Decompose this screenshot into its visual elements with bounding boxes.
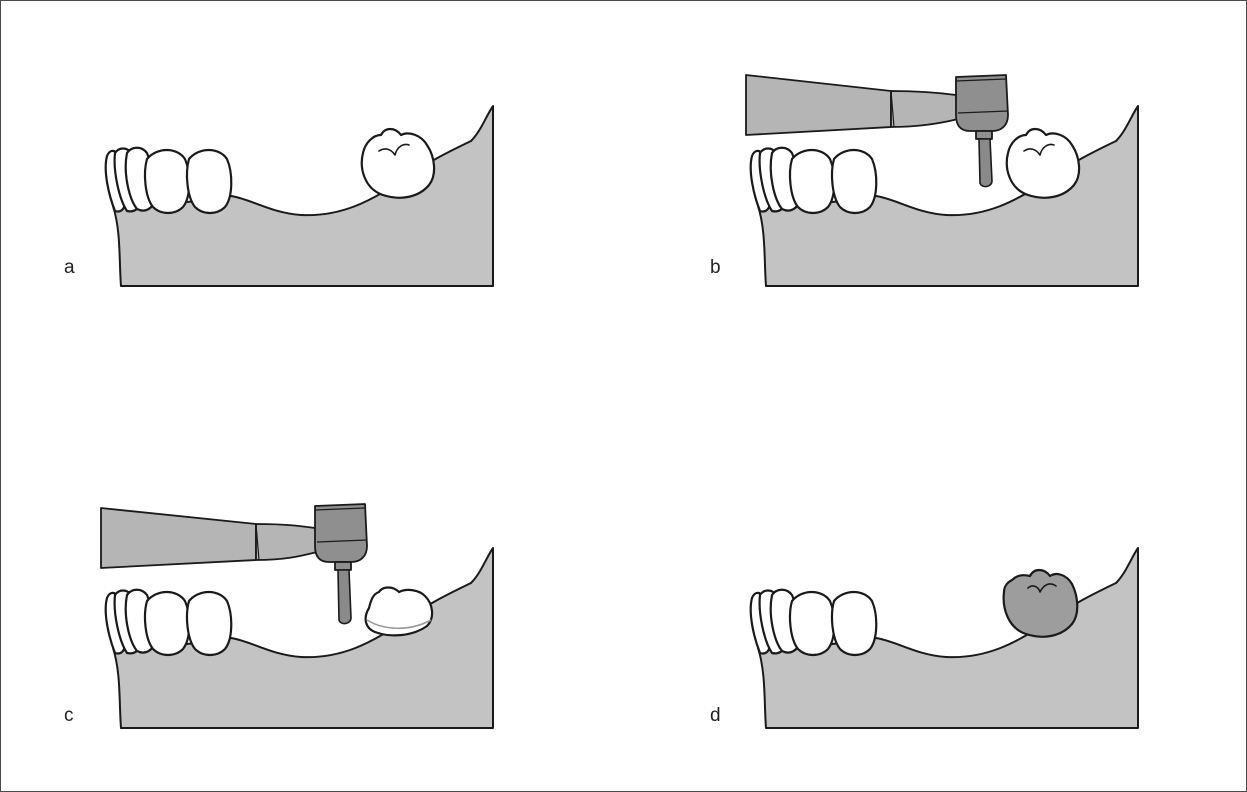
front-teeth-group <box>106 148 232 213</box>
handpiece-chuck <box>976 131 992 139</box>
bur <box>979 139 992 187</box>
prepared-crown-group <box>366 588 432 636</box>
implant-crown-group <box>362 129 434 198</box>
handpiece-shaft <box>746 75 891 135</box>
premolar-tooth <box>790 592 834 655</box>
restored-crown <box>1004 570 1078 637</box>
handpiece-shaft <box>101 508 256 568</box>
handpiece-neck <box>891 91 958 127</box>
front-teeth-group <box>751 590 877 655</box>
handpiece-chuck <box>335 562 351 570</box>
panel-label-d: d <box>710 706 721 725</box>
premolar-tooth <box>790 150 834 213</box>
panel-b-illustration <box>746 69 1146 291</box>
second-premolar-tooth <box>832 592 876 655</box>
restored-crown-group <box>1004 570 1078 637</box>
panel-a-illustration <box>101 101 501 291</box>
handpiece-neck <box>256 524 317 560</box>
front-teeth-group <box>106 590 232 655</box>
implant-crown <box>362 129 434 198</box>
front-teeth-group <box>751 148 877 213</box>
premolar-tooth <box>145 592 189 655</box>
panel-c-illustration <box>101 496 501 736</box>
premolar-tooth <box>145 150 189 213</box>
panel-label-a: a <box>64 258 75 277</box>
implant-crown <box>1007 129 1079 198</box>
bur <box>338 570 351 624</box>
handpiece-head <box>956 75 1008 131</box>
second-premolar-tooth <box>187 150 231 213</box>
second-premolar-tooth <box>832 150 876 213</box>
handpiece-head <box>315 504 367 562</box>
panel-label-c: c <box>64 706 74 725</box>
implant-crown-group <box>1007 129 1079 198</box>
panel-label-b: b <box>710 258 721 277</box>
panel-d-illustration <box>746 546 1146 736</box>
second-premolar-tooth <box>187 592 231 655</box>
